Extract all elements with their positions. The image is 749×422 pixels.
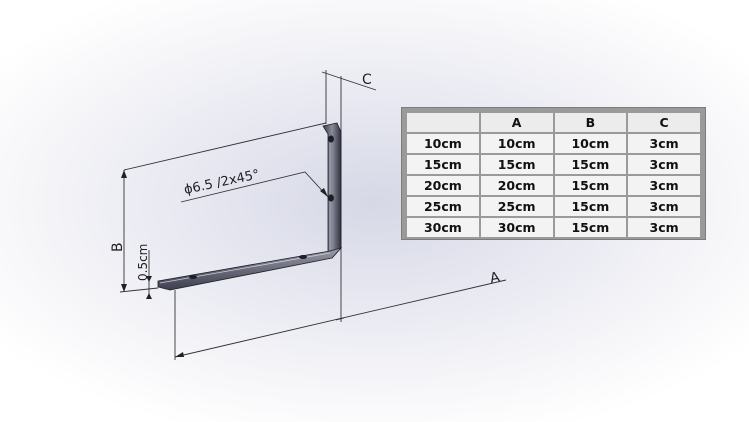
table-cell: 3cm [626,216,702,239]
table-cell: 15cm [552,195,629,218]
table-cell: 10cm [478,132,555,155]
dimension-label-c: C [362,72,372,88]
table-cell: 10cm [405,132,481,155]
table-header-cell: C [626,111,702,134]
table-row: 15cm 15cm 15cm 3cm [405,153,702,176]
a-extension-right [335,317,345,321]
table-cell: 20cm [405,174,481,197]
table-cell: 15cm [552,153,629,176]
bracket-horizontal-arm [157,247,343,291]
hole-right [299,255,307,259]
table-header-cell: B [552,111,629,134]
angle-bracket [157,122,343,291]
table-header-cell [405,111,481,134]
table-cell: 3cm [626,153,702,176]
dimension-label-a: A [489,269,502,287]
table-cell: 20cm [478,174,555,197]
table-row: 10cm 10cm 10cm 3cm [405,132,702,155]
thickness-label: 0.5cm [136,244,150,281]
hole-callout-text: ϕ6.5 /2x45° [183,167,261,198]
c-dimension-line [321,71,377,91]
table-cell: 25cm [405,195,481,218]
table-cell: 15cm [552,174,629,197]
table-cell: 15cm [405,153,481,176]
bracket-vertical-arm [322,122,342,259]
table-row: 25cm 25cm 15cm 3cm [405,195,702,218]
hole-left [189,275,197,279]
table-cell: 15cm [478,153,555,176]
b-extension-bottom [119,287,159,293]
table-cell: 30cm [478,216,555,239]
hole-middle [328,194,334,202]
table-cell: 3cm [626,195,702,218]
dimension-arrows [121,170,328,357]
dimension-label-b: B [110,242,126,252]
hole-callout-leader [180,171,329,203]
dimension-table: A B C 10cm 10cm 10cm 3cm 15cm 15cm 15cm … [405,111,702,239]
table-cell: 3cm [626,132,702,155]
b-extension-top [123,122,327,171]
table-cell: 10cm [552,132,629,155]
table-header-row: A B C [405,111,702,134]
table-cell: 3cm [626,174,702,197]
table-cell: 30cm [405,216,481,239]
table-header-cell: A [478,111,555,134]
table-row: 30cm 30cm 15cm 3cm [405,216,702,239]
table-cell: 15cm [552,216,629,239]
hole-upper [328,135,334,143]
table-row: 20cm 20cm 15cm 3cm [405,174,702,197]
dimension-table-panel: A B C 10cm 10cm 10cm 3cm 15cm 15cm 15cm … [401,107,706,240]
table-cell: 25cm [478,195,555,218]
